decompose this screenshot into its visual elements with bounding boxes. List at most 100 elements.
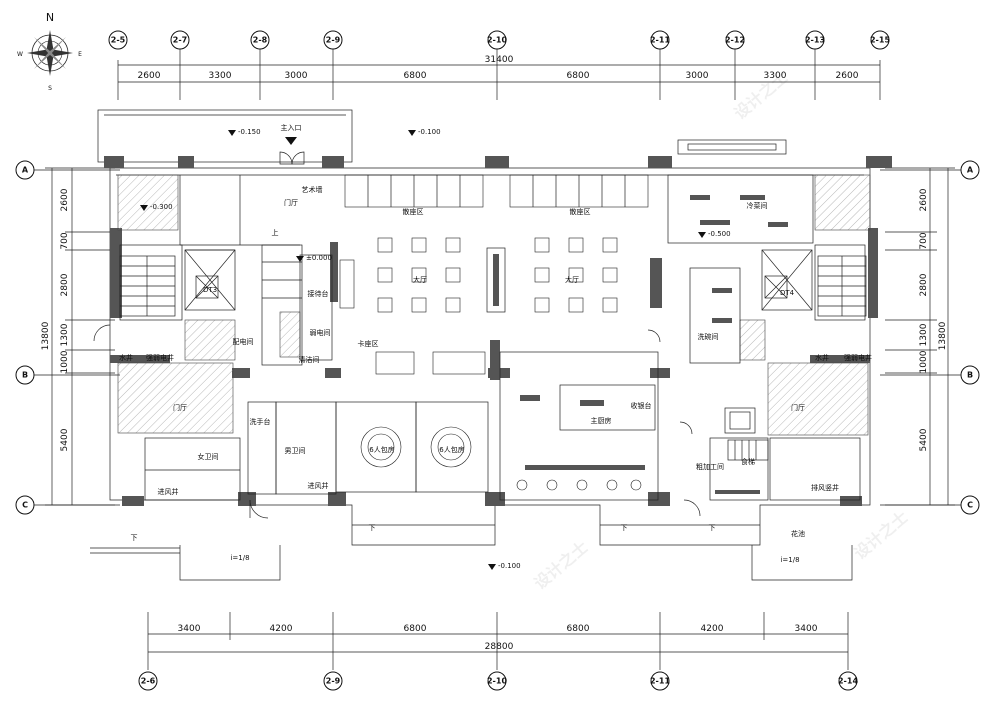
kitchen-equipment xyxy=(516,195,788,494)
right-dim-6: 5400 xyxy=(919,428,929,451)
private-room-tables xyxy=(360,426,472,468)
top-dim-4: 6800 xyxy=(404,71,427,81)
bottom-dim-1: 3400 xyxy=(178,624,201,634)
watermark-3: 设计之士 xyxy=(850,507,911,563)
compass: N S E W xyxy=(17,11,82,92)
elev-4: -0.500 xyxy=(708,230,731,238)
right-dim-2: 700 xyxy=(919,232,929,249)
top-axis-4: 2-9 xyxy=(326,36,341,45)
label-hall-right: 大厅 xyxy=(565,275,579,284)
bottom-axis-4: 2-11 xyxy=(650,677,670,686)
elev-3: -0.300 xyxy=(150,203,173,211)
label-cashier: 收银台 xyxy=(631,401,652,410)
elev-1: -0.150 xyxy=(238,128,261,136)
right-dimension-lines: 2600 700 2800 1300 1000 5400 13800 xyxy=(885,167,955,506)
left-dim-4: 1300 xyxy=(60,323,70,346)
label-hall-left: 大厅 xyxy=(413,275,427,284)
hall-tables-left xyxy=(377,237,461,313)
room-labels: 主入口 门厅 艺术墙 接待台 散座区 散座区 大厅 大厅 卡座区 冷菜间 弱电间… xyxy=(119,123,872,564)
bottom-axis-bubbles: 2-6 2-9 2-10 2-11 2-14 xyxy=(138,671,858,691)
stairs xyxy=(119,255,867,461)
label-main-kitchen: 主厨房 xyxy=(591,416,612,425)
top-dim-5: 6800 xyxy=(567,71,590,81)
right-dim-3: 2800 xyxy=(919,273,929,296)
right-dim-4: 1300 xyxy=(919,323,929,346)
label-weak-elec: 弱电间 xyxy=(310,328,331,337)
label-vent-right: 排风竖井 xyxy=(811,483,839,492)
bottom-dim-6: 3400 xyxy=(795,624,818,634)
top-axis-7: 2-12 xyxy=(725,36,745,45)
bottom-axis-1: 2-6 xyxy=(141,677,156,686)
top-dim-3: 3000 xyxy=(285,71,308,81)
right-dim-1: 2600 xyxy=(919,188,929,211)
top-axis-3: 2-8 xyxy=(253,36,268,45)
elevation-marks: -0.150 -0.100 -0.300 -0.500 ±0.000 -0.10… xyxy=(140,128,731,570)
label-main-entrance: 主入口 xyxy=(281,123,302,132)
row-axis-a-left: A xyxy=(22,166,29,175)
label-down-right: 下 xyxy=(709,524,716,532)
label-private-right: 6人包房 xyxy=(439,445,464,454)
top-dimension-lines: 2600 3300 3000 6800 6800 3000 3300 2600 … xyxy=(117,48,881,100)
label-hand-wash: 洗手台 xyxy=(250,417,271,426)
center-feature xyxy=(486,247,506,313)
left-dim-3: 2800 xyxy=(60,273,70,296)
compass-west: W xyxy=(17,51,23,58)
label-scatter-left: 散座区 xyxy=(403,207,424,216)
label-flower-bed: 花池 xyxy=(791,529,805,538)
top-axis-1: 2-5 xyxy=(111,36,126,45)
hatched-areas xyxy=(117,174,871,436)
label-reception: 接待台 xyxy=(308,289,329,298)
top-dim-total: 31400 xyxy=(485,55,514,65)
label-water-left: 水井 xyxy=(119,353,133,362)
label-water-right: 水井 xyxy=(815,353,829,362)
right-dim-5: 1000 xyxy=(919,350,929,373)
label-up: 上 xyxy=(272,228,279,237)
label-vent-left: 进风井 xyxy=(158,487,179,496)
label-elev-right: DT4 xyxy=(780,289,795,297)
left-dim-2: 700 xyxy=(60,232,70,249)
left-dimension-lines: 2600 700 2800 1300 1000 5400 13800 xyxy=(41,167,115,506)
top-axis-5: 2-10 xyxy=(487,36,507,45)
label-art-wall: 艺术墙 xyxy=(302,185,323,194)
top-dim-6: 3000 xyxy=(686,71,709,81)
top-axis-9: 2-15 xyxy=(870,36,890,45)
label-strong-elec-right: 强弱电井 xyxy=(844,353,872,362)
elev-5: ±0.000 xyxy=(306,254,332,262)
right-dim-total: 13800 xyxy=(938,321,948,350)
row-axis-c-left: C xyxy=(22,501,28,510)
structural-columns xyxy=(104,156,892,506)
left-dim-1: 2600 xyxy=(60,188,70,211)
top-axis-bubbles: 2-5 2-7 2-8 2-9 2-10 2-11 2-12 2-13 2-15 xyxy=(108,30,890,50)
label-lobby: 门厅 xyxy=(284,198,298,207)
bottom-dim-5: 4200 xyxy=(701,624,724,634)
label-ramp-left: i=1/8 xyxy=(230,554,249,562)
label-dish-wash: 洗碗间 xyxy=(698,332,719,341)
top-dim-2: 3300 xyxy=(209,71,232,81)
top-axis-2: 2-7 xyxy=(173,36,187,45)
label-male-wc: 男卫间 xyxy=(285,447,306,455)
top-dim-8: 2600 xyxy=(836,71,859,81)
label-vent-mid: 进风井 xyxy=(308,481,329,490)
label-wash-right: 门厅 xyxy=(791,403,805,412)
label-wash-left: 门厅 xyxy=(173,403,187,412)
top-axis-8: 2-13 xyxy=(805,36,825,45)
row-axis-bubbles: A B C A B C xyxy=(15,160,980,515)
watermark: 设计之士 设计之士 设计之士 xyxy=(530,67,911,593)
left-dim-5: 1000 xyxy=(60,350,70,373)
top-axis-6: 2-11 xyxy=(650,36,670,45)
partitions xyxy=(119,174,866,501)
label-cold-room: 冷菜间 xyxy=(747,201,768,210)
label-elev-left: DT3 xyxy=(203,286,217,294)
elev-2: -0.100 xyxy=(418,128,441,136)
label-down-left: 下 xyxy=(131,534,138,542)
left-dim-total: 13800 xyxy=(41,321,51,350)
bottom-dim-4: 6800 xyxy=(567,624,590,634)
label-strong-elec-left: 强弱电井 xyxy=(146,353,174,362)
bottom-axis-3: 2-10 xyxy=(487,677,507,686)
bottom-axis-5: 2-14 xyxy=(838,677,858,686)
label-food-lift: 食梯 xyxy=(741,457,755,466)
bottom-dimension-lines: 3400 4200 6800 6800 4200 3400 28800 xyxy=(147,612,849,670)
label-female-wc: 女卫间 xyxy=(198,452,219,461)
elev-6: -0.100 xyxy=(498,562,521,570)
